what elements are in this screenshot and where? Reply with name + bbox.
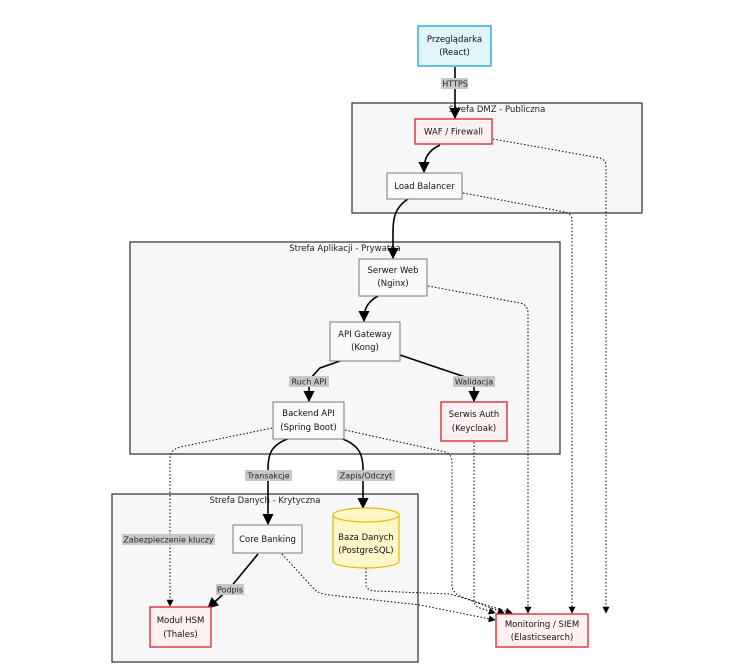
edge-lb-web <box>387 198 409 260</box>
svg-text:(Elasticsearch): (Elasticsearch) <box>511 633 574 643</box>
edge-label-ruch-api: Ruch API <box>289 376 329 387</box>
edge-lb-siem <box>462 192 576 614</box>
svg-text:Przeglądarka: Przeglądarka <box>427 35 482 45</box>
svg-text:Ruch API: Ruch API <box>292 378 327 387</box>
node-load-balancer[interactable]: Load Balancer <box>386 172 463 200</box>
svg-text:Baza Danych: Baza Danych <box>338 533 394 543</box>
edge-auth-siem <box>473 442 496 615</box>
svg-text:(Keycloak): (Keycloak) <box>452 424 496 434</box>
svg-text:Zabezpieczenie kluczy: Zabezpieczenie kluczy <box>123 536 214 545</box>
svg-text:HTTPS: HTTPS <box>442 80 468 89</box>
svg-text:Transakcje: Transakcje <box>246 472 289 481</box>
edge-label-transakcje: Transakcje <box>245 470 292 481</box>
edge-waf-siem <box>492 138 610 614</box>
svg-text:Walidacja: Walidacja <box>455 378 493 387</box>
node-browser[interactable]: Przeglądarka (React) <box>417 25 492 67</box>
edge-backend-hsm <box>166 427 273 607</box>
edge-db-siem <box>365 568 513 615</box>
edge-label-zapis: Zapis/Odczyt <box>337 470 395 481</box>
edge-backend-db <box>339 437 369 510</box>
svg-text:(React): (React) <box>439 48 470 58</box>
svg-text:Serwer Web: Serwer Web <box>367 266 418 276</box>
edge-label-zabezpieczenie: Zabezpieczenie kluczy <box>122 534 215 545</box>
zone-data-title: Strefa Danych - Krytyczna <box>209 496 320 506</box>
edge-label-podpis: Podpis <box>216 584 244 595</box>
svg-text:Zapis/Odczyt: Zapis/Odczyt <box>340 472 392 481</box>
svg-text:(Kong): (Kong) <box>351 343 379 353</box>
svg-text:(PostgreSQL): (PostgreSQL) <box>338 546 393 556</box>
svg-text:Serwis Auth: Serwis Auth <box>449 410 500 420</box>
node-auth-service[interactable]: Serwis Auth (Keycloak) <box>440 401 508 442</box>
svg-text:WAF / Firewall: WAF / Firewall <box>424 128 483 138</box>
svg-text:(Spring Boot): (Spring Boot) <box>280 423 336 433</box>
zone-app-title: Strefa Aplikacji - Prywatna <box>289 244 401 254</box>
svg-text:Moduł HSM: Moduł HSM <box>157 616 205 626</box>
node-hsm[interactable]: Moduł HSM (Thales) <box>149 606 212 648</box>
node-core-banking[interactable]: Core Banking <box>232 524 303 554</box>
node-database[interactable]: Baza Danych (PostgreSQL) <box>332 507 400 569</box>
svg-text:Podpis: Podpis <box>217 586 243 595</box>
node-api-gateway[interactable]: API Gateway (Kong) <box>329 321 401 362</box>
node-web-server[interactable]: Serwer Web (Nginx) <box>358 258 428 297</box>
edge-web-gateway <box>358 295 379 323</box>
edge-gateway-backend <box>303 360 341 403</box>
node-backend-api[interactable]: Backend API (Spring Boot) <box>272 401 345 440</box>
svg-text:Monitoring / SIEM: Monitoring / SIEM <box>505 620 579 630</box>
edge-backend-siem <box>344 429 505 614</box>
svg-text:Load Balancer: Load Balancer <box>394 182 455 192</box>
svg-text:(Thales): (Thales) <box>163 630 197 640</box>
edge-label-https: HTTPS <box>441 78 468 89</box>
edge-label-walidacja: Walidacja <box>453 376 495 387</box>
svg-text:(Nginx): (Nginx) <box>377 279 408 289</box>
svg-text:Core Banking: Core Banking <box>239 535 296 545</box>
edge-core-siem <box>281 553 496 623</box>
node-siem[interactable]: Monitoring / SIEM (Elasticsearch) <box>495 613 589 648</box>
edge-waf-lb <box>418 144 441 174</box>
edge-backend-core <box>262 437 291 526</box>
svg-text:API Gateway: API Gateway <box>338 330 392 340</box>
zone-dmz-title: Strefa DMZ - Publiczna <box>449 105 546 115</box>
node-waf[interactable]: WAF / Firewall <box>414 118 493 145</box>
svg-text:Backend API: Backend API <box>282 409 335 419</box>
